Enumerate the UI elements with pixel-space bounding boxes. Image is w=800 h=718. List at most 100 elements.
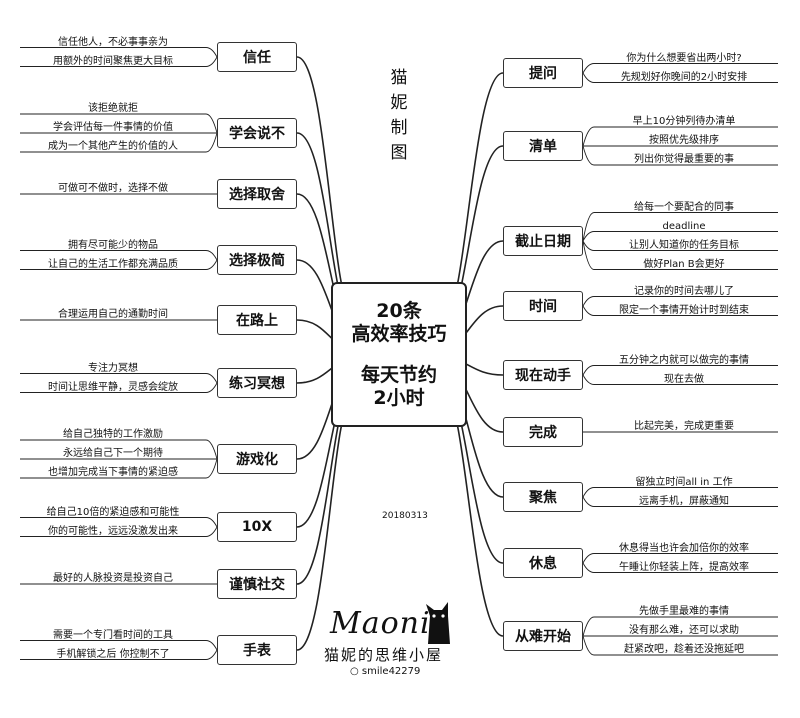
branch-left-5[interactable]: 练习冥想 [217,368,297,398]
connector-line [20,47,218,58]
leaf-left-9-0: 需要一个专门看时间的工具 [53,629,173,641]
leaf-left-0-0: 信任他人，不必事事亲为 [58,36,168,48]
central-topic-line: 2小时 [373,386,425,409]
leaf-right-6-0: 留独立时间all in 工作 [635,476,733,488]
connector-line [582,296,778,307]
leaf-right-1-1: 按照优先级排序 [649,135,719,146]
branch-right-3[interactable]: 时间 [503,291,583,321]
leaf-left-2-0: 可做可不做时，选择不做 [58,183,168,194]
connector-line [20,458,218,479]
connector-line [582,126,778,147]
connector-line [582,365,778,376]
leaf-left-6-2: 也增加完成当下事情的紧迫感 [48,467,178,478]
branch-right-2[interactable]: 截止日期 [503,226,583,256]
leaf-right-7-0: 休息得当也许会加倍你的效率 [619,542,749,554]
connector-line [20,439,218,460]
leaf-right-0-0: 你为什么想要省出两小时? [626,52,742,64]
branch-left-4[interactable]: 在路上 [217,305,297,335]
connector-line [20,517,218,528]
leaf-right-6-1: 远离手机，屏蔽通知 [639,495,729,507]
leaf-left-5-0: 专注力冥想 [88,362,138,374]
connector-line [582,240,778,251]
connector-line [582,562,778,573]
branch-left-8[interactable]: 谨慎社交 [217,569,297,599]
connector-line [20,640,218,651]
branch-left-0[interactable]: 信任 [217,42,297,72]
central-topic[interactable]: 20条 高效率技巧 每天节约 2小时 [331,282,467,427]
leaf-left-5-1: 时间让思维平静，灵感会绽放 [48,381,178,393]
branch-left-3[interactable]: 选择极简 [217,245,297,275]
connector-line [582,240,778,270]
leaf-left-8-0: 最好的人脉投资是投资自己 [53,573,173,584]
leaf-right-3-0: 记录你的时间去哪儿了 [634,285,734,297]
connector-line [20,373,218,384]
leaf-left-1-2: 成为一个其他产生的价值的人 [48,141,178,152]
leaf-left-7-0: 给自己10倍的紧迫感和可能性 [46,506,180,518]
connector-line [20,250,218,261]
leaf-right-2-0: 给每一个要配合的同事 [634,201,734,213]
connector-line [20,649,218,660]
branch-left-7[interactable]: 10X [217,512,297,542]
leaf-right-2-3: 做好Plan B会更好 [643,258,725,270]
leaf-left-1-0: 该拒绝就拒 [88,103,138,114]
leaf-right-2-1: deadline [662,220,706,232]
connector-line [20,259,218,270]
branch-left-1[interactable]: 学会说不 [217,118,297,148]
connector-line [582,212,778,242]
author-title: 猫妮制图 [390,68,408,163]
central-topic-line: 20条 [376,299,422,322]
logo-handle: ○ smile42279 [350,666,421,677]
connector-line [20,132,218,153]
branch-left-6[interactable]: 游戏化 [217,444,297,474]
branch-right-7[interactable]: 休息 [503,548,583,578]
connector-line [582,374,778,385]
branch-right-8[interactable]: 从难开始 [503,621,583,651]
connector-line [582,63,778,74]
leaf-right-4-0: 五分钟之内就可以做完的事情 [619,354,749,366]
leaf-right-4-1: 现在去做 [664,373,704,385]
branch-left-2[interactable]: 选择取舍 [217,179,297,209]
leaf-right-8-2: 赶紧改吧，趁着还没拖延吧 [624,644,744,655]
leaf-right-0-1: 先规划好你晚间的2小时安排 [620,71,748,83]
leaf-left-3-1: 让自己的生活工作都充满品质 [48,258,178,270]
branch-right-1[interactable]: 清单 [503,131,583,161]
logo-script: Maoni [330,606,431,641]
connector-line [582,145,778,166]
leaf-left-3-0: 拥有尽可能少的物品 [68,239,158,251]
connector-line [582,553,778,564]
central-topic-line: 每天节约 [360,363,437,386]
branch-right-5[interactable]: 完成 [503,417,583,447]
leaf-right-5-0: 比起完美，完成更重要 [634,421,734,432]
logo-handle-text: smile42279 [361,666,421,677]
connector-line [582,616,778,637]
branch-right-4[interactable]: 现在动手 [503,360,583,390]
leaf-right-7-1: 午睡让你轻装上阵，提高效率 [619,561,749,573]
leaf-left-6-0: 给自己独特的工作激励 [63,429,163,440]
brand-logo: Maoni 猫妮的思维小屋 ○ smile42279 [314,596,474,684]
central-topic-line: 高效率技巧 [351,322,447,345]
logo-name: 猫妮的思维小屋 [324,646,444,664]
branch-right-6[interactable]: 聚焦 [503,482,583,512]
connector-line [20,526,218,537]
branch-right-0[interactable]: 提问 [503,58,583,88]
leaf-right-8-1: 没有那么难，还可以求助 [629,625,739,636]
connector-line [582,305,778,316]
leaf-right-2-2: 让别人知道你的任务目标 [629,239,739,251]
leaf-left-9-1: 手机解锁之后 你控制不了 [56,648,170,660]
branch-left-9[interactable]: 手表 [217,635,297,665]
leaf-left-6-1: 永远给自己下一个期待 [63,448,163,459]
leaf-left-0-1: 用额外的时间聚焦更大目标 [53,55,173,67]
leaf-left-4-0: 合理运用自己的通勤时间 [58,309,168,320]
connector-line [582,487,778,498]
connector-line [582,72,778,83]
connector-line [582,496,778,507]
leaf-right-1-2: 列出你觉得最重要的事 [634,154,734,165]
leaf-right-3-1: 限定一个事情开始计时到结束 [619,304,749,316]
leaf-right-1-0: 早上10分钟列待办清单 [632,116,736,127]
connector-line [582,635,778,656]
cat-icon [426,602,450,644]
connector-line [20,56,218,67]
connector-line [582,231,778,242]
leaf-left-1-1: 学会评估每一件事情的价值 [53,122,173,133]
